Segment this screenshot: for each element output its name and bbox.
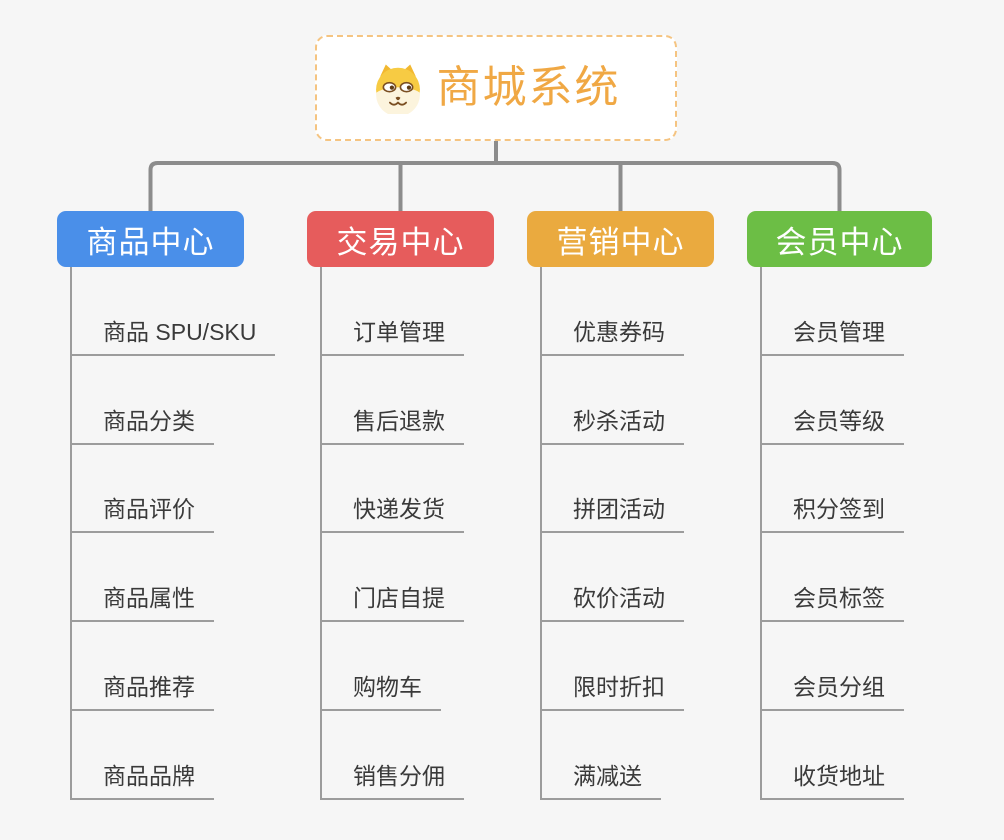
dog-face-icon [375,64,420,114]
leaf-node[interactable]: 积分签到 [760,498,904,534]
branch-children-trade-center: 订单管理 售后退款 快递发货 门店自提 购物车 销售分佣 [320,267,464,800]
leaf-node[interactable]: 砍价活动 [540,587,684,623]
branch-children-product-center: 商品 SPU/SKU 商品分类 商品评价 商品属性 商品推荐 商品品牌 [70,267,276,800]
leaf-row: 商品分类 [70,356,275,445]
leaf-node[interactable]: 快递发货 [320,498,464,534]
leaf-node[interactable]: 会员分组 [760,675,904,711]
branch-label: 交易中心 [336,224,465,260]
leaf-node[interactable]: 商品品牌 [70,764,214,800]
leaf-node[interactable]: 限时折扣 [540,675,684,711]
leaf-node[interactable]: 订单管理 [320,320,464,356]
leaf-row: 收货地址 [760,711,904,800]
leaf-row: 商品品牌 [70,711,275,800]
branch-label: 商品中心 [86,224,215,260]
branch-label: 会员中心 [775,224,904,260]
root-title: 商城系统 [436,63,621,112]
leaf-row: 秒杀活动 [540,356,684,445]
leaf-row: 限时折扣 [540,622,684,711]
branch-node-product-center[interactable]: 商品中心 [57,211,244,267]
leaf-node[interactable]: 会员标签 [760,587,904,623]
leaf-node[interactable]: 商品评价 [70,498,214,534]
leaf-node[interactable]: 销售分佣 [320,764,464,800]
leaf-row: 购物车 [320,622,464,711]
leaf-row: 会员标签 [760,533,904,623]
root-node[interactable]: 商城系统 [315,35,677,141]
leaf-row: 会员等级 [760,356,904,445]
leaf-node[interactable]: 会员管理 [760,320,904,356]
branch-children-member-center: 会员管理 会员等级 积分签到 会员标签 会员分组 收货地址 [760,267,904,800]
leaf-row: 商品 SPU/SKU [70,267,276,356]
leaf-row: 快递发货 [320,445,464,534]
leaf-node[interactable]: 收货地址 [760,764,904,800]
leaf-row: 门店自提 [320,533,464,623]
leaf-row: 满减送 [540,711,684,800]
leaf-node[interactable]: 商品推荐 [70,675,214,711]
leaf-row: 拼团活动 [540,445,684,534]
branch-node-marketing-center[interactable]: 营销中心 [527,211,714,267]
leaf-row: 商品属性 [70,533,275,623]
leaf-row: 商品评价 [70,445,275,534]
leaf-row: 商品推荐 [70,622,275,711]
leaf-row: 积分签到 [760,445,904,534]
leaf-row: 会员管理 [760,267,904,356]
leaf-node[interactable]: 商品分类 [70,409,214,445]
leaf-node[interactable]: 满减送 [540,764,661,800]
leaf-row: 订单管理 [320,267,464,356]
leaf-node[interactable]: 售后退款 [320,409,464,445]
branch-node-trade-center[interactable]: 交易中心 [307,211,494,267]
leaf-node[interactable]: 拼团活动 [540,498,684,534]
branch-children-marketing-center: 优惠券码 秒杀活动 拼团活动 砍价活动 限时折扣 满减送 [540,267,684,800]
leaf-node[interactable]: 商品属性 [70,587,214,623]
leaf-row: 会员分组 [760,622,904,711]
leaf-node[interactable]: 秒杀活动 [540,409,684,445]
leaf-row: 砍价活动 [540,533,684,623]
branch-label: 营销中心 [556,224,685,260]
branch-node-member-center[interactable]: 会员中心 [747,211,932,267]
leaf-row: 销售分佣 [320,711,464,800]
leaf-node[interactable]: 商品 SPU/SKU [70,320,276,356]
leaf-node[interactable]: 会员等级 [760,409,904,445]
leaf-node[interactable]: 购物车 [320,675,441,711]
leaf-node[interactable]: 门店自提 [320,587,464,623]
leaf-node[interactable]: 优惠券码 [540,320,684,356]
leaf-row: 优惠券码 [540,267,684,356]
leaf-row: 售后退款 [320,356,464,445]
